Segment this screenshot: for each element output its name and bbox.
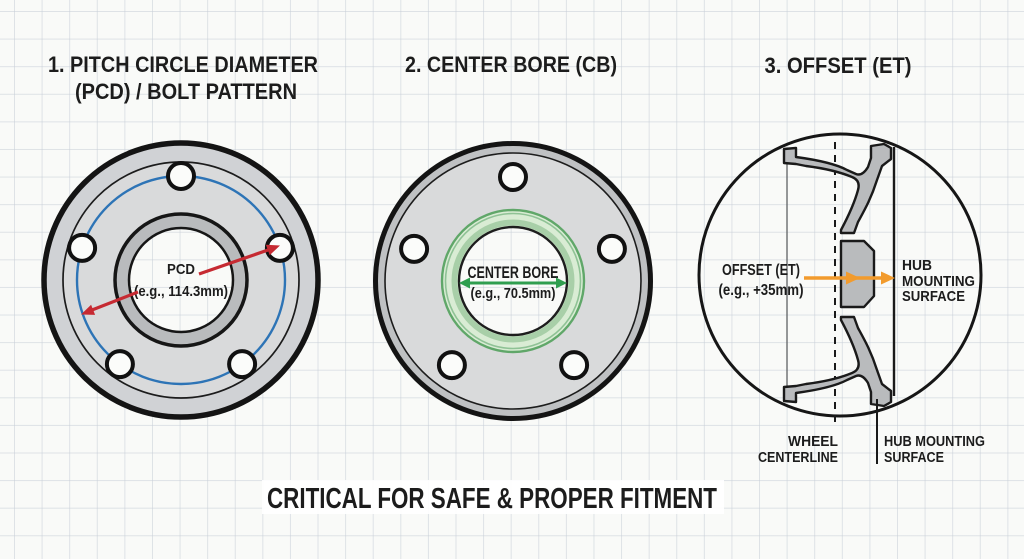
rim-cross-section-upper xyxy=(782,142,893,235)
wheel-centerline-label: WHEEL xyxy=(788,434,838,450)
bolt-hole xyxy=(498,162,528,192)
section-title: 3. OFFSET (ET) xyxy=(765,53,912,78)
section-pcd: 1. PITCH CIRCLE DIAMETER (PCD) / BOLT PA… xyxy=(41,52,321,420)
bolt-holes xyxy=(399,162,627,381)
bolt-hole xyxy=(104,349,135,380)
section-title: 1. PITCH CIRCLE DIAMETER xyxy=(48,52,318,77)
center-bore-highlight-mid-line xyxy=(444,212,582,350)
bolt-hole xyxy=(227,349,258,380)
wheel-outer-edge xyxy=(41,140,321,420)
section-offset: 3. OFFSET (ET) OFFSET (ET) (e.g., +35mm)… xyxy=(697,53,985,466)
bolt-hole xyxy=(67,232,98,263)
arrowhead-icon xyxy=(881,271,895,285)
offset-label: OFFSET (ET) xyxy=(722,262,800,279)
section-title: (PCD) / BOLT PATTERN xyxy=(75,79,297,104)
offset-diagram-circle xyxy=(697,132,983,418)
wheel-inner-rim-line xyxy=(384,152,642,410)
pcd-arrow-lower xyxy=(81,290,139,315)
arrowhead-icon xyxy=(846,271,860,285)
bolt-hole xyxy=(264,232,295,263)
pcd-label: PCD xyxy=(167,261,195,278)
rim-cross-section xyxy=(782,142,893,408)
pcd-arrow-upper xyxy=(198,244,280,276)
hub-mounting-surface-label: MOUNTING xyxy=(902,273,975,290)
rim-cross-section-lower xyxy=(782,315,893,408)
center-bore-highlight-outer-edge xyxy=(440,208,586,354)
center-bore-ring-inner-edge xyxy=(127,226,235,334)
center-bore-example: (e.g., 70.5mm) xyxy=(471,285,556,302)
footer-banner-background xyxy=(262,480,724,514)
hub-mounting-bottom-label: HUB MOUNTING xyxy=(884,434,985,450)
hub-mounting-surface-label: HUB xyxy=(902,257,932,274)
bolt-hole xyxy=(596,233,627,264)
wheel-outer-edge xyxy=(373,141,653,421)
offset-example: (e.g., +35mm) xyxy=(719,282,804,299)
center-bore-label: CENTER BORE xyxy=(468,264,559,282)
wheel-outer-rim-band xyxy=(377,145,649,417)
wheel-face xyxy=(373,141,654,421)
offset-arrow xyxy=(804,271,895,285)
footer-text: CRITICAL FOR SAFE & PROPER FITMENT xyxy=(267,483,717,515)
footer-banner: CRITICAL FOR SAFE & PROPER FITMENT xyxy=(262,480,724,515)
wheel-centerline-label: CENTERLINE xyxy=(758,450,838,466)
arrowhead-icon xyxy=(265,244,280,256)
center-bore-highlight-band xyxy=(451,219,575,343)
center-bore-inner-edge xyxy=(457,225,569,337)
pcd-example: (e.g., 114.3mm) xyxy=(134,283,228,300)
center-bore-ring-outer-edge xyxy=(113,212,249,348)
hub-mounting-bottom-label: SURFACE xyxy=(884,450,944,466)
bolt-hole xyxy=(436,350,467,381)
bolt-hole xyxy=(559,350,590,381)
arrowhead-icon xyxy=(81,304,96,315)
wheel-outer-rim-band xyxy=(45,144,317,416)
bolt-holes xyxy=(67,161,295,380)
hub-mounting-surface-label: SURFACE xyxy=(902,288,965,305)
section-title: 2. CENTER BORE (CB) xyxy=(405,52,617,77)
section-center-bore: 2. CENTER BORE (CB) CENTER BORE (e.g., 7… xyxy=(373,52,654,421)
center-bore-arrow xyxy=(459,277,567,289)
bolt-hole xyxy=(166,161,196,191)
bolt-hole xyxy=(399,233,430,264)
wheel-face xyxy=(41,140,321,420)
arrowhead-icon xyxy=(459,277,470,289)
arrowhead-icon xyxy=(556,277,567,289)
hub-pad xyxy=(839,239,876,309)
